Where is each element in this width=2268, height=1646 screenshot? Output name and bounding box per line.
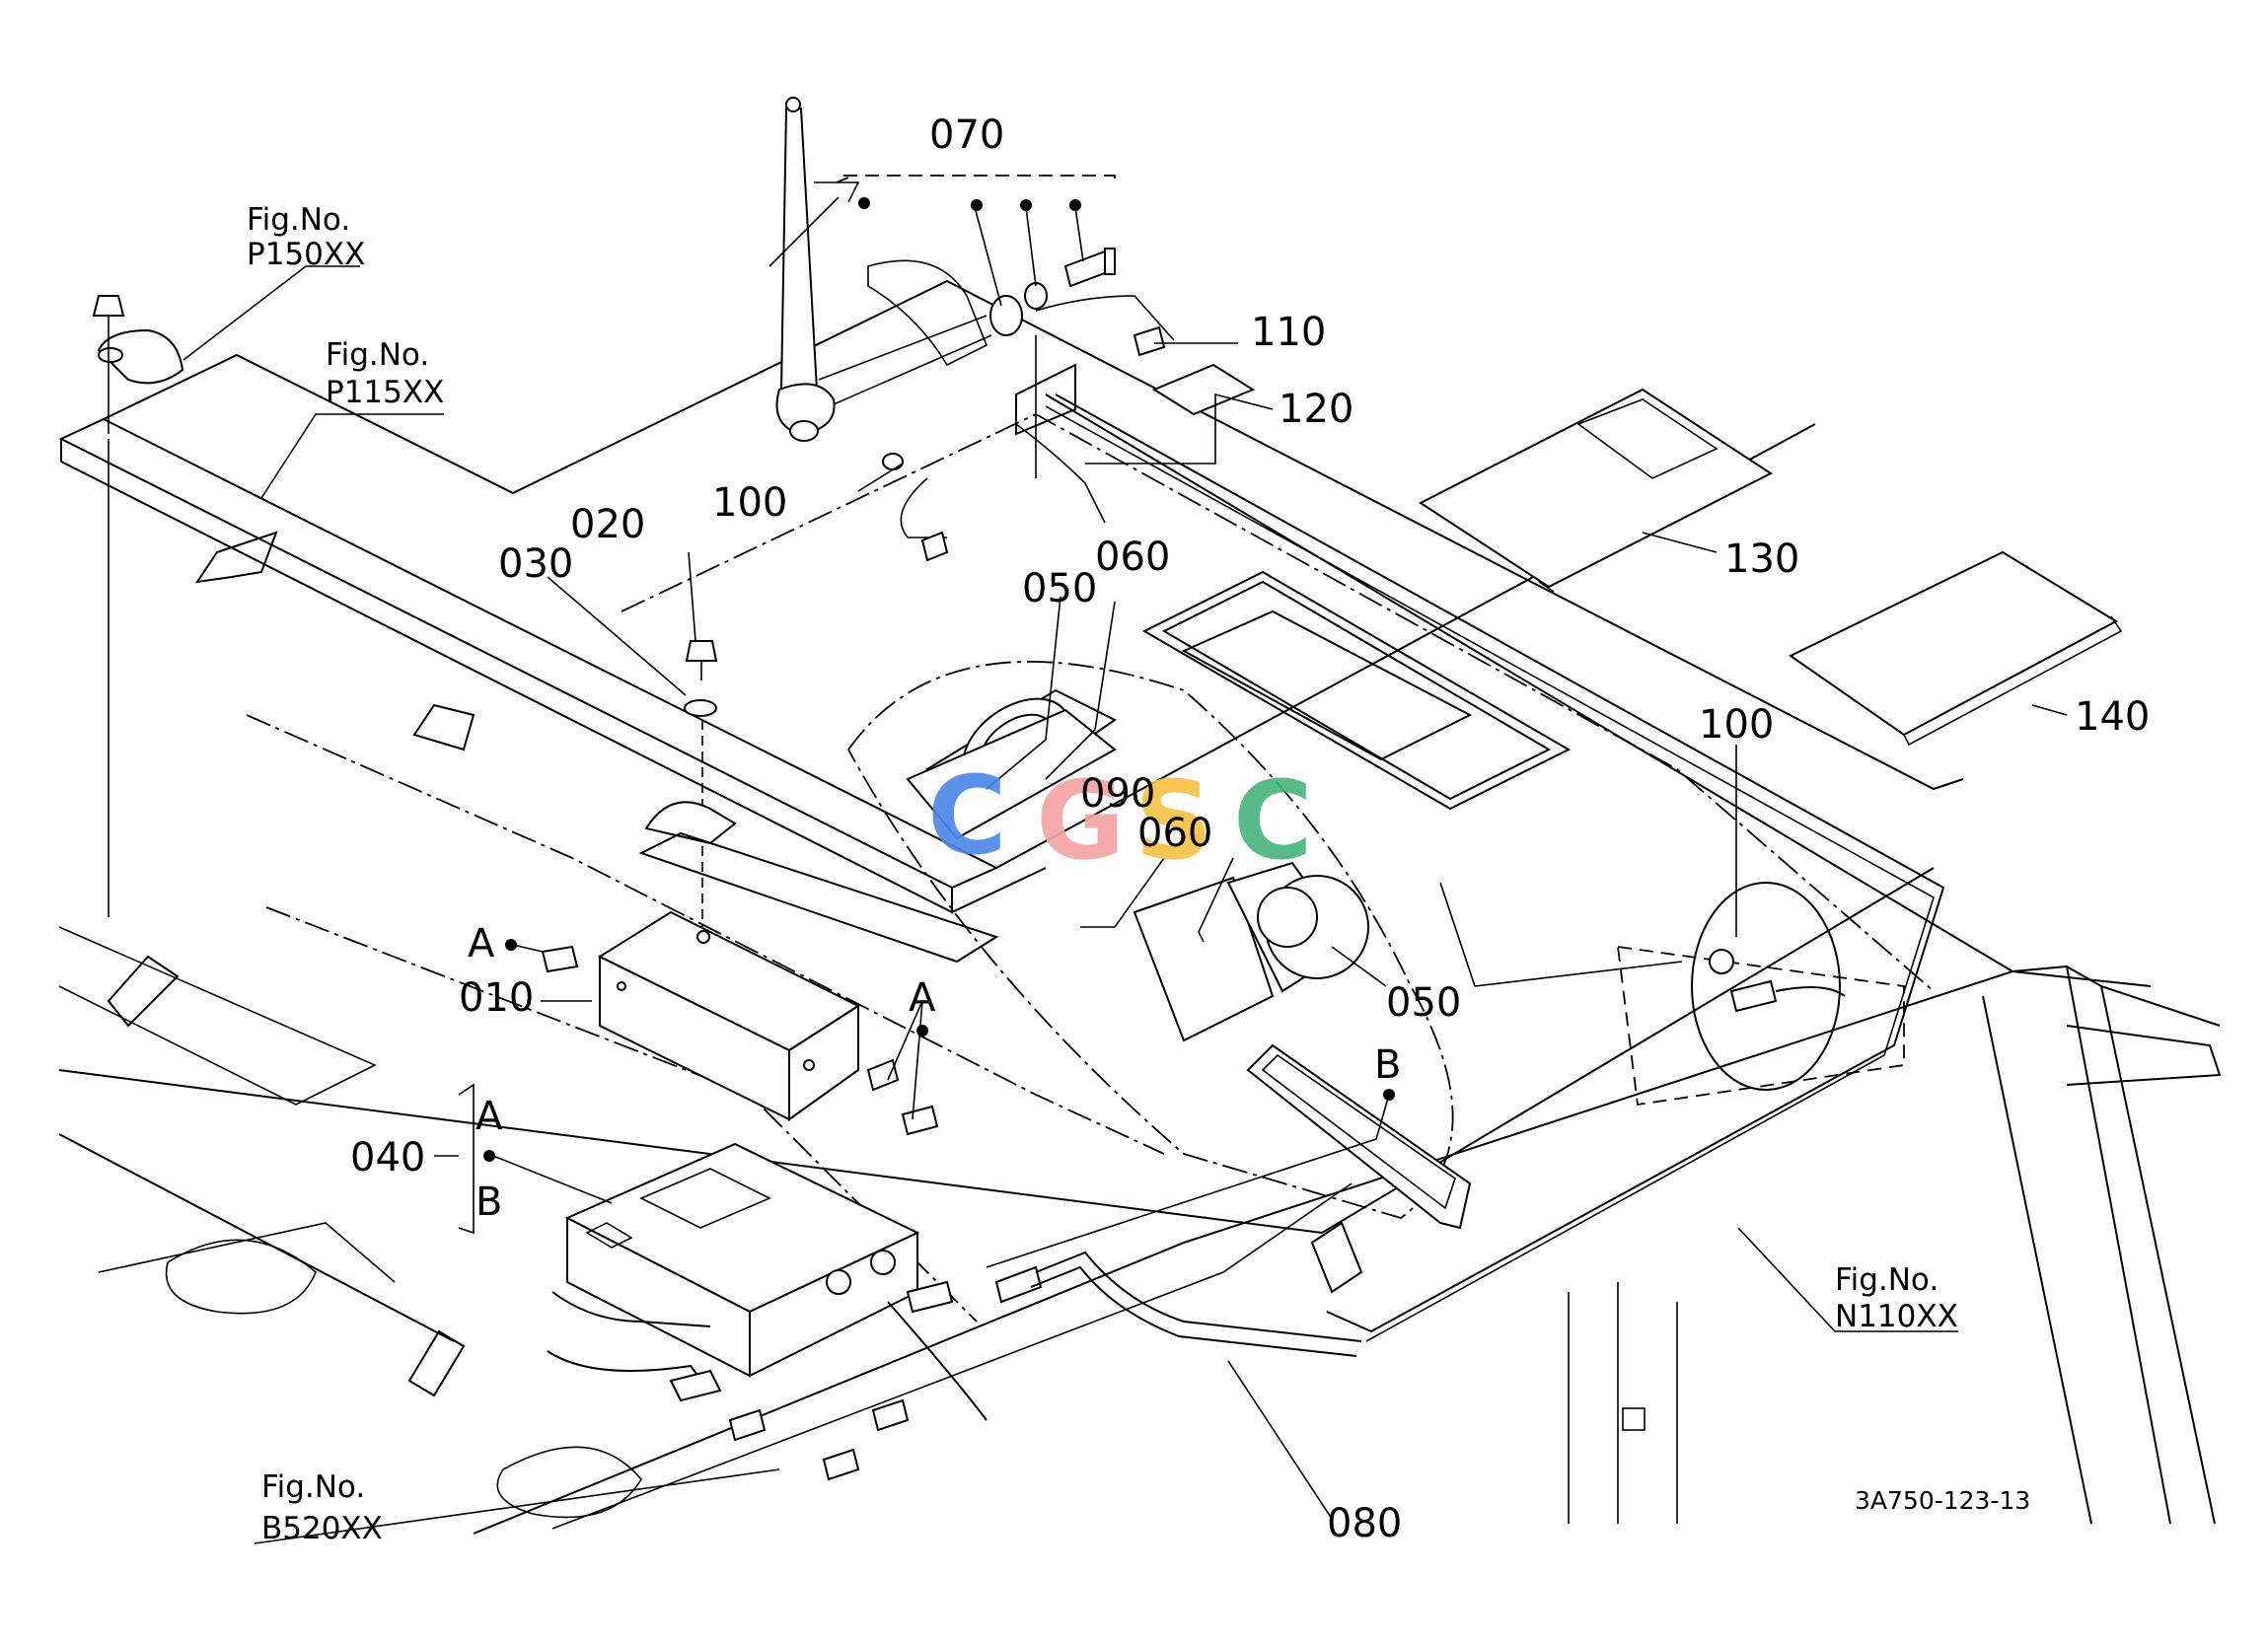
fig-ref-b520-title: Fig.No.	[261, 1469, 365, 1505]
label-100-right: 100	[1699, 702, 1774, 748]
label-050-lower: 050	[1386, 980, 1461, 1026]
wiring-harness	[547, 1251, 1362, 1481]
figure-references: Fig.No. P150XX Fig.No. P115XX Fig.No. N1…	[247, 202, 1958, 1546]
svg-text:S: S	[1134, 757, 1212, 884]
rear-speaker-mount	[1691, 882, 1846, 1091]
clip-p150	[92, 295, 184, 434]
fig-ref-p115-code: P115XX	[326, 375, 444, 410]
label-010: 010	[459, 975, 534, 1021]
drawing-number: 3A750-123-13	[1855, 1486, 2030, 1515]
svg-text:C: C	[927, 752, 1007, 879]
label-b-right: B	[1374, 1042, 1401, 1088]
label-040: 040	[350, 1135, 425, 1181]
screws-a	[541, 945, 939, 1136]
label-140: 140	[2075, 694, 2150, 740]
fig-ref-n110-code: N110XX	[1835, 1299, 1958, 1334]
washer-030	[684, 699, 717, 717]
fig-ref-p115-title: Fig.No.	[326, 337, 429, 373]
label-a-1: A	[468, 921, 495, 966]
label-020: 020	[570, 502, 645, 547]
label-b-left: B	[476, 1180, 502, 1225]
label-a-3: A	[476, 1094, 503, 1139]
label-070: 070	[929, 112, 1004, 158]
speaker-lower	[1133, 861, 1369, 1042]
label-100-upper: 100	[712, 480, 787, 526]
label-060-lower: 060	[1137, 811, 1212, 856]
bracket-010	[597, 910, 861, 1121]
roof-frame	[58, 279, 2222, 1535]
manual-130	[1419, 388, 1773, 593]
label-120: 120	[1279, 387, 1353, 432]
bolt-020	[685, 640, 718, 680]
watermark-logo: C G S C	[927, 752, 1313, 884]
label-110: 110	[1251, 310, 1326, 355]
sticker-120	[1151, 363, 1256, 416]
nut-100-upper	[882, 453, 904, 470]
fig-ref-b520-code: B520XX	[261, 1511, 383, 1546]
part-labels: 070 110 120 100 130 140 020 030 050 060 …	[350, 112, 2150, 1546]
fig-ref-n110-title: Fig.No.	[1835, 1262, 1939, 1298]
fig-ref-p150-code: P150XX	[247, 237, 365, 272]
leader-dots	[483, 197, 1395, 1162]
label-060-upper: 060	[1095, 535, 1170, 580]
leader-lines	[108, 175, 2068, 1544]
antenna-assembly	[775, 97, 1175, 524]
radio-unit-040	[564, 1142, 920, 1378]
label-130: 130	[1724, 537, 1799, 582]
label-050-upper: 050	[1022, 566, 1097, 611]
label-080: 080	[1327, 1501, 1402, 1546]
speaker-grille-b	[1246, 1043, 1472, 1230]
label-a-2: A	[909, 975, 936, 1021]
svg-text:G: G	[1036, 757, 1125, 884]
svg-text:C: C	[1233, 757, 1313, 884]
fig-ref-p150-title: Fig.No.	[247, 202, 350, 238]
manual-140	[1789, 550, 2123, 747]
label-030: 030	[498, 541, 573, 587]
speaker-upper	[906, 688, 1117, 840]
label-090: 090	[1080, 771, 1155, 817]
